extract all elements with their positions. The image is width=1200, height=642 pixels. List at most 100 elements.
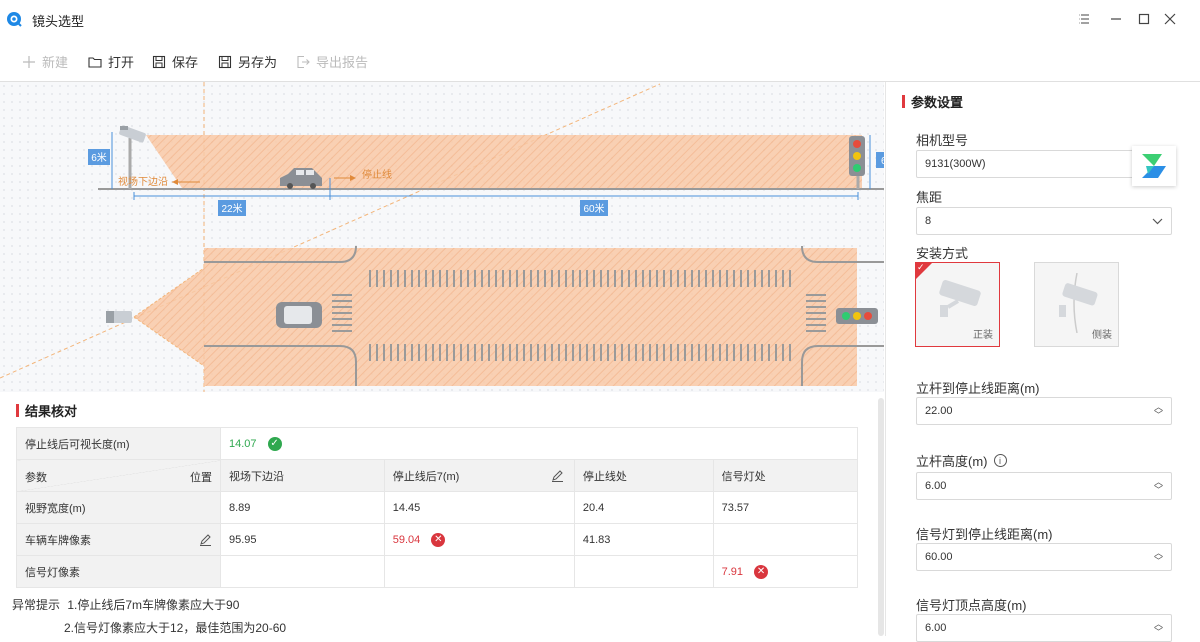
table-cell: 7.91 ✕ bbox=[712, 555, 859, 588]
camera-mount-normal-icon bbox=[939, 279, 981, 317]
edit-icon[interactable] bbox=[199, 533, 212, 549]
focal-select[interactable]: 8 bbox=[916, 207, 1172, 235]
light-top-input[interactable]: 6.00 ︿﹀ bbox=[916, 614, 1172, 642]
stepper-icon[interactable]: ︿﹀ bbox=[1153, 402, 1163, 420]
mount-label: 安装方式 bbox=[916, 246, 969, 261]
light-to-stop-input[interactable]: 60.00 ︿﹀ bbox=[916, 543, 1172, 571]
side-traffic-light-icon bbox=[849, 136, 865, 176]
results-scrollbar[interactable] bbox=[878, 398, 884, 636]
selected-check-icon bbox=[916, 263, 932, 279]
error-value: 59.04 bbox=[392, 533, 421, 546]
save-button[interactable]: 保存 bbox=[152, 52, 198, 71]
open-button[interactable]: 打开 bbox=[88, 52, 134, 71]
camera-model-field[interactable]: 9131(300W) bbox=[916, 150, 1172, 178]
save-as-button[interactable]: 另存为 bbox=[218, 52, 277, 71]
distance1-text: 22米 bbox=[221, 202, 242, 215]
header-param: 参数 bbox=[25, 472, 47, 484]
info-icon[interactable]: i bbox=[993, 454, 1007, 467]
pole-to-stop-label: 立杆到停止线距离(m) bbox=[916, 381, 1040, 396]
diagram-canvas: 6米 视场下边沿 停止线 22米 60米 bbox=[0, 82, 884, 392]
menu-icon[interactable] bbox=[1074, 9, 1094, 29]
mount-normal-label: 正装 bbox=[973, 330, 993, 341]
side-car-icon bbox=[280, 168, 322, 189]
warning-text-1: 1.停止线后7m车牌像素应大于90 bbox=[67, 598, 240, 612]
visible-length-label: 停止线后可视长度(m) bbox=[16, 427, 221, 460]
floating-assistant-button[interactable] bbox=[1132, 146, 1176, 186]
table-cell bbox=[712, 523, 859, 556]
brand-logo-icon bbox=[1142, 154, 1166, 178]
lower-edge-label: 视场下边沿 bbox=[118, 175, 168, 188]
pole-to-stop-value: 22.00 bbox=[925, 405, 953, 417]
road-curb-bottom-left bbox=[204, 345, 357, 386]
stepper-icon[interactable]: ︿﹀ bbox=[1153, 548, 1163, 566]
row-label: 信号灯像素 bbox=[16, 555, 221, 588]
row-label: 车辆车牌像素 bbox=[25, 534, 91, 547]
pole-to-stop-input[interactable]: 22.00 ︿﹀ bbox=[916, 397, 1172, 425]
pole-height-value: 6.00 bbox=[925, 480, 947, 492]
close-icon[interactable] bbox=[1160, 9, 1180, 29]
window-title: 镜头选型 bbox=[32, 14, 85, 29]
top-view-fov bbox=[134, 248, 857, 386]
warning-line-2: 2.信号灯像素应大于12，最佳范围为20-60 bbox=[64, 621, 287, 635]
stop-line-label: 停止线 bbox=[362, 168, 392, 181]
row-label: 视野宽度(m) bbox=[16, 491, 221, 524]
stepper-icon[interactable]: ︿﹀ bbox=[1153, 477, 1163, 495]
table-row: 车辆车牌像素 95.95 59.04 ✕ 41.83 bbox=[16, 523, 859, 556]
warning-line-1: 异常提示 1.停止线后7m车牌像素应大于90 bbox=[12, 596, 239, 613]
new-button[interactable]: 新建 bbox=[22, 52, 68, 71]
open-button-label: 打开 bbox=[108, 55, 135, 70]
mount-normal-option[interactable]: ✓ 正装 bbox=[915, 262, 1000, 347]
light-height-badge bbox=[876, 152, 884, 168]
export-button-label: 导出报告 bbox=[316, 55, 369, 70]
table-cell bbox=[220, 555, 385, 588]
edit-icon[interactable] bbox=[551, 469, 564, 485]
table-cell: 95.95 bbox=[220, 523, 385, 556]
results-table: 停止线后可视长度(m) 14.07 ✓ 参数 位置 视场下边沿 停止线后7(m)… bbox=[16, 427, 859, 588]
fov-projection-line bbox=[0, 83, 661, 379]
pole-height-text: 6米 bbox=[91, 151, 107, 164]
maximize-icon[interactable] bbox=[1134, 9, 1154, 29]
light-to-stop-value: 60.00 bbox=[925, 551, 953, 563]
pole-height-input[interactable]: 6.00 ︿﹀ bbox=[916, 472, 1172, 500]
save-as-button-label: 另存为 bbox=[238, 55, 278, 70]
light-height-text: 6 bbox=[881, 156, 884, 167]
params-title: 参数设置 bbox=[902, 92, 963, 111]
header-corner: 参数 位置 bbox=[16, 459, 221, 492]
save-button-label: 保存 bbox=[172, 55, 199, 70]
results-panel: 结果核对 停止线后可视长度(m) 14.07 ✓ 参数 位置 视场下边沿 停止线… bbox=[0, 392, 884, 636]
export-icon bbox=[297, 55, 310, 68]
table-header-row: 参数 位置 视场下边沿 停止线后7(m) 停止线处 信号灯处 bbox=[16, 459, 859, 492]
light-top-value: 6.00 bbox=[925, 622, 947, 634]
error-icon: ✕ bbox=[431, 532, 446, 547]
export-report-button[interactable]: 导出报告 bbox=[296, 52, 368, 71]
table-cell: 8.89 bbox=[220, 491, 385, 524]
header-col2-text: 停止线后7(m) bbox=[392, 470, 460, 483]
save-icon bbox=[152, 55, 166, 68]
table-cell: 59.04 ✕ bbox=[383, 523, 575, 556]
table-row: 信号灯像素 7.91 ✕ bbox=[16, 555, 859, 588]
crosswalk-stripes bbox=[332, 270, 826, 361]
mount-side-option[interactable]: 侧装 bbox=[1034, 262, 1119, 347]
toolbar: 新建 打开 保存 另存为 导出报告 bbox=[0, 44, 1200, 78]
row-label-cell: 车辆车牌像素 bbox=[16, 523, 221, 556]
road-curb-top-right bbox=[801, 245, 884, 263]
header-col1: 视场下边沿 bbox=[220, 459, 385, 492]
light-top-label: 信号灯顶点高度(m) bbox=[916, 598, 1027, 613]
title-bar: 镜头选型 bbox=[0, 0, 1200, 38]
app-logo-icon bbox=[7, 12, 22, 27]
camera-model-label: 相机型号 bbox=[916, 133, 969, 148]
focal-label: 焦距 bbox=[916, 190, 943, 205]
pole-height-label: 立杆高度(m) i bbox=[916, 451, 1007, 470]
stepper-icon[interactable]: ︿﹀ bbox=[1153, 619, 1163, 637]
chevron-down-icon bbox=[1152, 218, 1163, 224]
focal-value: 8 bbox=[925, 215, 932, 227]
table-cell: 20.4 bbox=[573, 491, 714, 524]
error-icon: ✕ bbox=[754, 564, 769, 579]
side-view-fov bbox=[146, 135, 862, 188]
results-title-text: 结果核对 bbox=[25, 404, 78, 419]
camera-mount-side-icon bbox=[1059, 273, 1098, 333]
header-col4: 信号灯处 bbox=[712, 459, 859, 492]
params-title-text: 参数设置 bbox=[911, 95, 964, 110]
minimize-icon[interactable] bbox=[1106, 9, 1126, 29]
distance2-text: 60米 bbox=[583, 202, 604, 215]
